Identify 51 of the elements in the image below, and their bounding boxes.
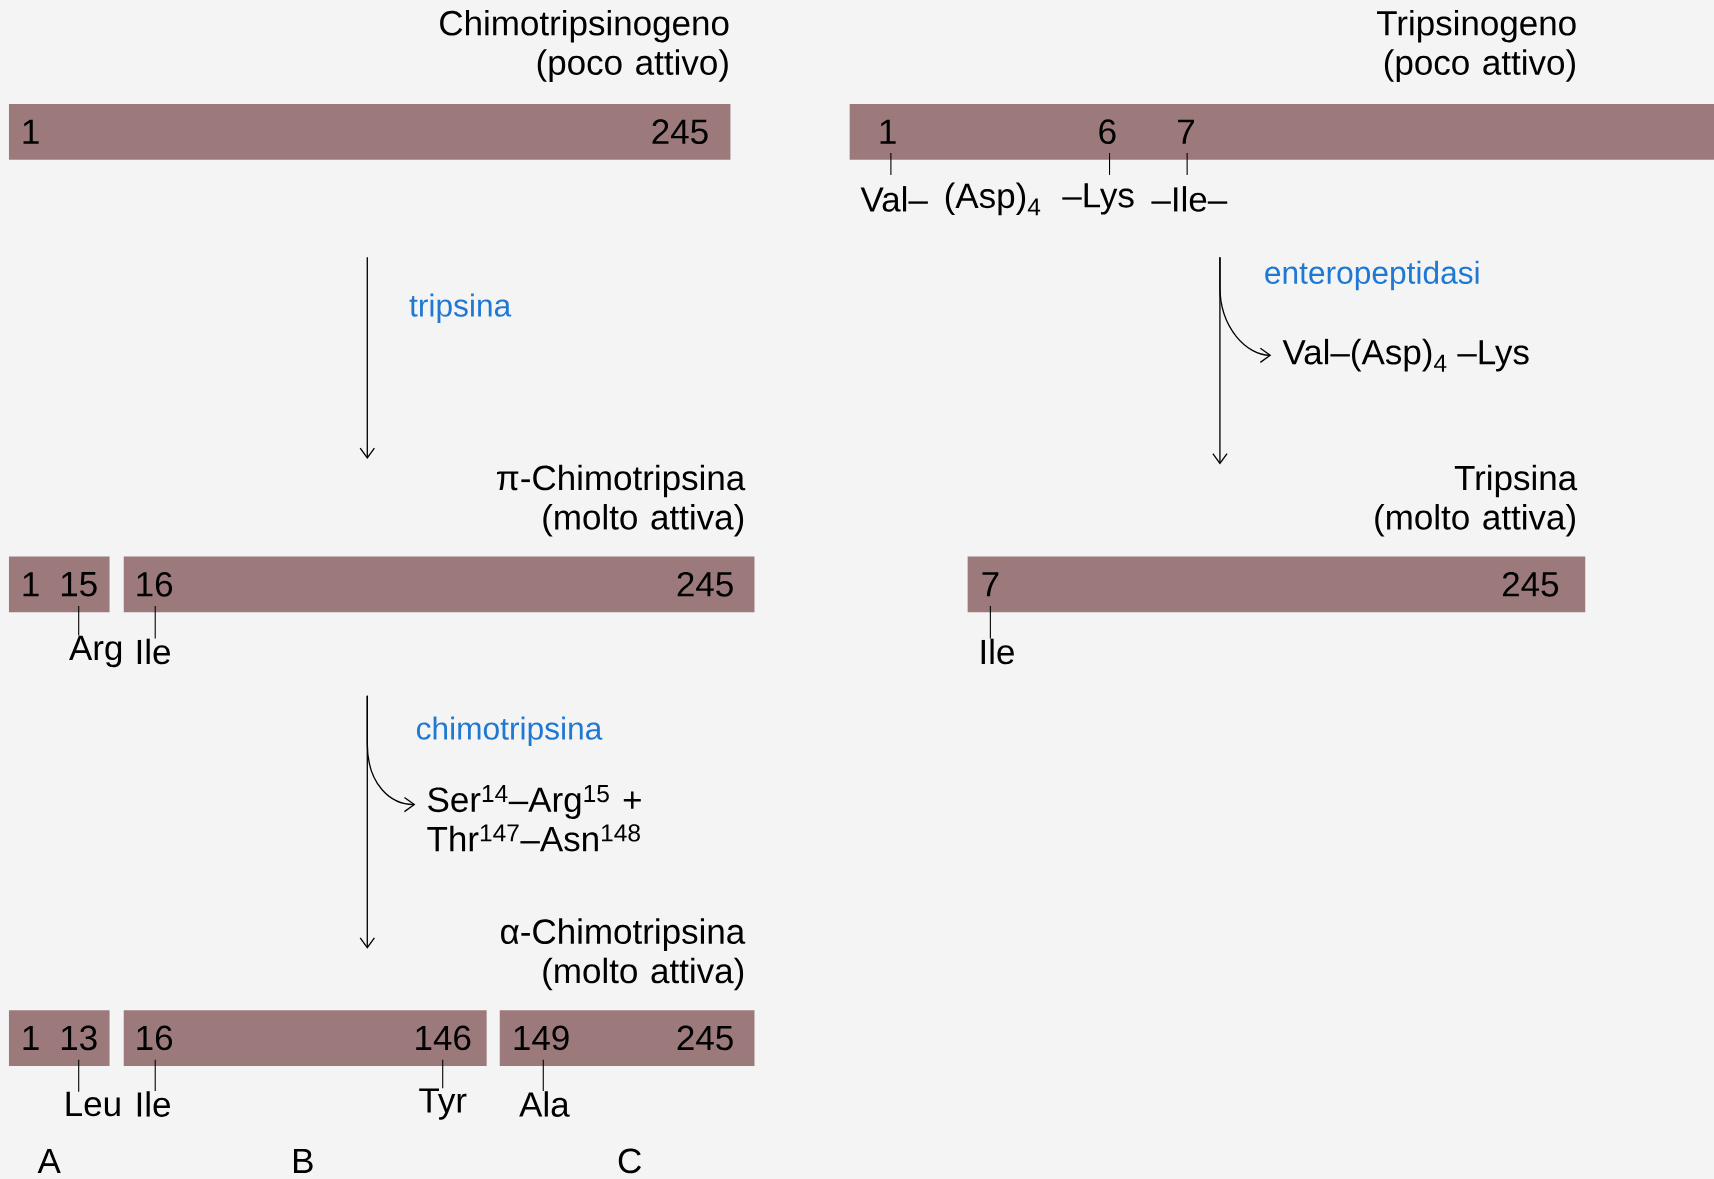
residue-number: 7	[1178, 119, 1194, 144]
residue-label: Arg	[69, 635, 122, 667]
residue-label: –Lys	[1062, 183, 1134, 215]
residue-number: 6	[1099, 119, 1116, 144]
protein-name: α-Chimotripsina (molto attiva)	[501, 918, 746, 991]
arrow	[359, 256, 376, 459]
leader-line	[989, 605, 991, 639]
protein-name: Tripsinogeno (poco attivo)	[1377, 9, 1576, 82]
residue-label: Ile	[137, 638, 170, 665]
chain-label: C	[618, 1148, 641, 1174]
residue-number: 1	[880, 119, 896, 144]
residue-number: 7	[982, 572, 999, 597]
residue-label: Leu	[66, 1091, 120, 1117]
leader-line	[154, 1058, 156, 1092]
residue-number: 1	[23, 572, 39, 597]
peptide-label: Val–(Asp)$_{4}$ –Lys	[1282, 338, 1529, 372]
residue-number: 13	[61, 1025, 97, 1051]
residue-number: 1	[23, 1025, 39, 1050]
leader-line	[78, 1058, 80, 1092]
edge-label: chimotripsina	[416, 716, 603, 746]
residue-number: 1	[23, 119, 39, 144]
residue-number: 16	[137, 1025, 173, 1051]
edge-label: enteropeptidasi	[1265, 260, 1479, 290]
residue-label: Ile	[137, 1091, 170, 1117]
leader-line	[154, 605, 156, 639]
residue-number: 15	[61, 571, 97, 597]
residue-number: 245	[677, 1025, 733, 1051]
residue-label: Ala	[519, 1091, 570, 1117]
residue-number: 245	[652, 119, 708, 144]
residue-number: 146	[416, 1025, 471, 1051]
protein-name: Chimotripsinogeno (poco attivo)	[440, 9, 729, 82]
residue-number: 149	[514, 1025, 569, 1051]
residue-number: 245	[677, 571, 733, 597]
edge-label: tripsina	[409, 293, 512, 323]
residue-number: 16	[137, 571, 173, 597]
chain-label: A	[37, 1148, 61, 1173]
branch-arrow	[1219, 256, 1272, 363]
residue-label: (Asp)$_{4}$	[945, 182, 1041, 216]
leader-line	[78, 605, 80, 636]
peptide-label: Ser$^{14}$–Arg$^{15}$ + Thr$^{147}$–Asn$^{148}$	[427, 784, 641, 852]
protein-name: π-Chimotripsina (molto attiva)	[497, 464, 746, 537]
leader-line	[542, 1058, 544, 1092]
residue-label: –Ile–	[1151, 185, 1228, 212]
leader-line	[442, 1058, 444, 1089]
chain-label: B	[294, 1148, 313, 1173]
residue-label: Tyr	[419, 1088, 467, 1120]
branch-arrow	[366, 694, 416, 813]
protein-name: Tripsina (molto attiva)	[1375, 464, 1578, 537]
residue-label: Ile	[981, 638, 1014, 665]
residue-label: Val–	[860, 185, 928, 212]
residue-number: 245	[1502, 571, 1559, 597]
